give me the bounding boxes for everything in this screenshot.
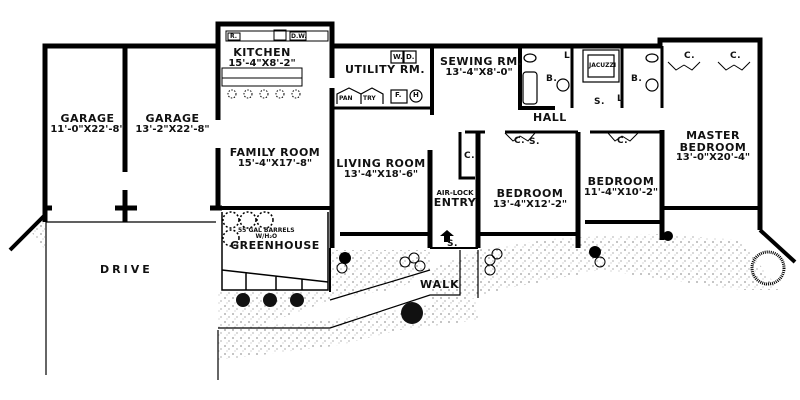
entry-arrow-icon [440,230,454,242]
room-dims: 13'-4"X12'-2" [492,198,568,210]
closet-doors [504,61,751,142]
linen-2-label: L [617,94,624,104]
room-dims: 13'-4"X18'-6" [343,168,419,180]
shower-label: S. [594,97,605,107]
room-dims: 15'-4"X17'-8" [237,157,313,169]
landscaping [30,220,780,360]
room-utility: UTILITY RM. [345,64,425,76]
kitchen-fixtures [221,29,329,99]
room-name: LIVING ROOM [336,157,426,170]
walk-label: WALK [420,278,460,291]
closet-entry-label: C. [464,151,476,161]
room-name: UTILITY RM. [345,63,426,76]
room-garage-1: GARAGE 11'-0"X22'-8" [50,113,125,135]
furnace-label: F. [395,91,402,99]
dryer-label: D. [406,53,415,61]
washer-label: W. [393,53,403,61]
dishwasher-label: D.W. [291,33,307,40]
room-name-line1: MASTER [686,129,740,142]
plants [236,231,786,324]
room-name: GARAGE [145,112,200,125]
room-garage-2: GARAGE 13'-2"X22'-8" [130,113,215,135]
closet-bedroom-1-label: C. [514,136,526,146]
room-dims: 11'-0"X22'-8" [50,123,125,135]
refrigerator-label: R. [230,33,238,40]
room-family: FAMILY ROOM 15'-4"X17'-8" [225,147,325,169]
bath-1-label: B. [546,74,558,84]
heater-label: H [413,91,419,99]
hall-label: HALL [533,111,567,124]
bath-fixtures [522,49,659,105]
room-bedroom-2: BEDROOM 11'-4"X10'-2" [582,176,660,198]
room-dims: 13'-0"X20'-4" [675,152,751,164]
air-lock-label: AIR-LOCK [436,189,474,197]
utility-fixtures [336,50,423,104]
site-lines [45,221,479,380]
closet-master-1-label: C. [684,51,696,61]
room-kitchen: KITCHEN 15'-4"X8'-2" [222,47,302,69]
room-master-bedroom: MASTER BEDROOM 13'-0"X20'-4" [668,130,758,164]
exterior-walls [8,21,797,264]
room-name: BEDROOM [587,175,655,188]
pantry-label-2: TRY [363,95,376,102]
linen-1-label: L [564,51,571,61]
room-name: KITCHEN [233,46,291,59]
drive-label: DRIVE [100,263,153,276]
bath-2-label: B. [631,74,643,84]
barrels-line2: W/H₂O [255,233,278,241]
room-name-line2: BEDROOM [679,140,747,154]
pantry-label-1: PAN [339,95,353,102]
room-sewing: SEWING RM. 13'-4"X8'-0" [440,55,523,78]
room-name: BEDROOM [496,187,564,200]
room-dims: 13'-2"X22'-8" [135,123,210,135]
room-dims: 13'-4"X8'-0" [445,66,513,78]
room-dims: 11'-4"X10'-2" [583,186,659,198]
room-living: LIVING ROOM 13'-4"X18'-6" [335,158,427,180]
room-greenhouse: GREENHOUSE [225,240,325,252]
room-dims: 15'-4"X8'-2" [228,57,296,69]
air-lock-entry: AIR-LOCK ENTRY [432,189,478,210]
interior-walls [218,46,758,292]
room-name: GARAGE [60,112,115,125]
jacuzzi-label: JACUZZI [589,62,617,69]
greenhouse-frame [221,211,329,291]
stoop-label: S. [447,239,458,249]
room-name: GREENHOUSE [230,239,320,252]
closet-master-2-label: C. [730,51,742,61]
barrels-label: 55 GAL BARRELS W/H₂O [238,227,295,241]
room-bedroom-1: BEDROOM 13'-4"X12'-2" [482,188,578,210]
hall-shower-label: S. [529,137,540,147]
closet-bedroom-2-label: C. [617,136,629,146]
barrels-line1: 55 GAL BARRELS [238,227,295,234]
entry-label: ENTRY [433,196,477,210]
room-name: FAMILY ROOM [229,146,321,159]
room-name: SEWING RM. [440,55,523,68]
